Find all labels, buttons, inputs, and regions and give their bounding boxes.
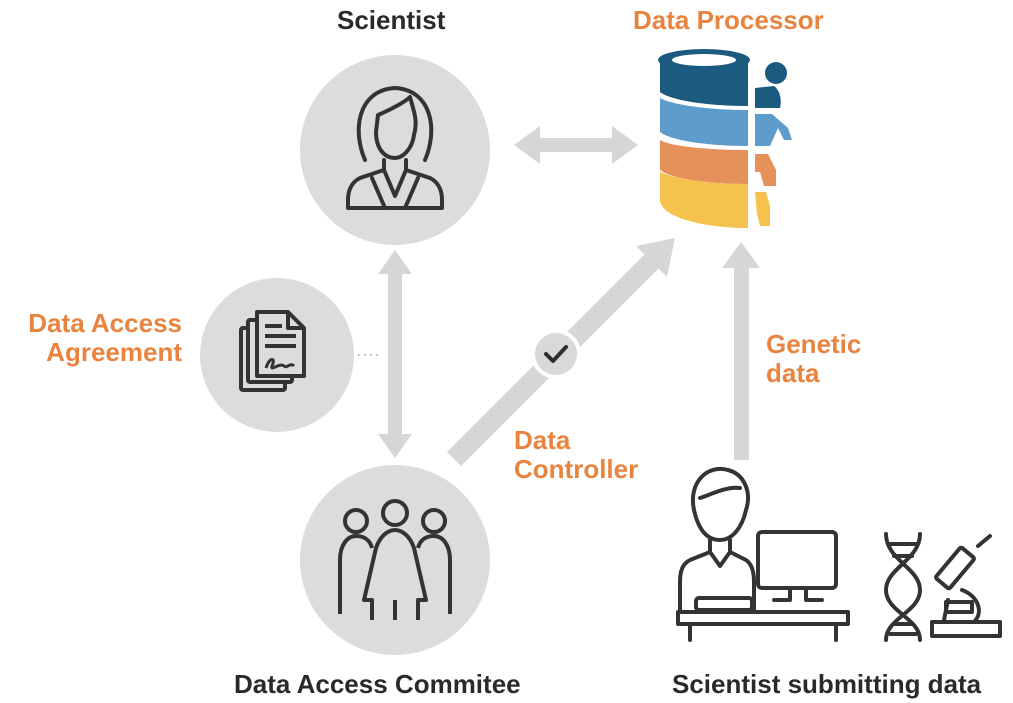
scientist-committee-arrow — [378, 250, 412, 458]
data-controller-line-1: Data — [514, 425, 571, 455]
data-access-agreement-line-2: Agreement — [46, 337, 182, 368]
submitter-label: Scientist submitting data — [672, 669, 982, 699]
committee-node — [300, 465, 490, 655]
genetic-data-line-2: data — [766, 358, 820, 389]
scientist-node — [300, 55, 490, 245]
data-controller-line-2: Controller — [514, 454, 639, 485]
researcher-at-computer-icon — [676, 466, 850, 642]
documents-icon — [239, 310, 306, 392]
dna-icon — [883, 532, 923, 642]
scientist-processor-arrow — [514, 126, 638, 164]
scientist-label: Scientist — [337, 5, 446, 35]
committee-icon — [338, 499, 452, 620]
committee-label: Data Access Commitee — [234, 669, 521, 699]
genetic-data-line-1: Genetic — [766, 329, 862, 359]
database-person-icon — [658, 49, 792, 228]
genetic-data-label: Genetic data — [766, 329, 862, 389]
agreement-node — [200, 278, 354, 432]
data-access-agreement-label: Data Access Agreement — [10, 308, 182, 368]
scientist-icon — [346, 86, 444, 210]
genetic-data-arrow — [722, 242, 760, 460]
checkmark-icon — [531, 329, 581, 379]
data-controller-label: Data Controller — [514, 425, 639, 485]
data-processor-label: Data Processor — [633, 5, 824, 35]
microscope-icon — [930, 534, 1002, 638]
data-access-agreement-line-1: Data Access — [28, 308, 182, 338]
